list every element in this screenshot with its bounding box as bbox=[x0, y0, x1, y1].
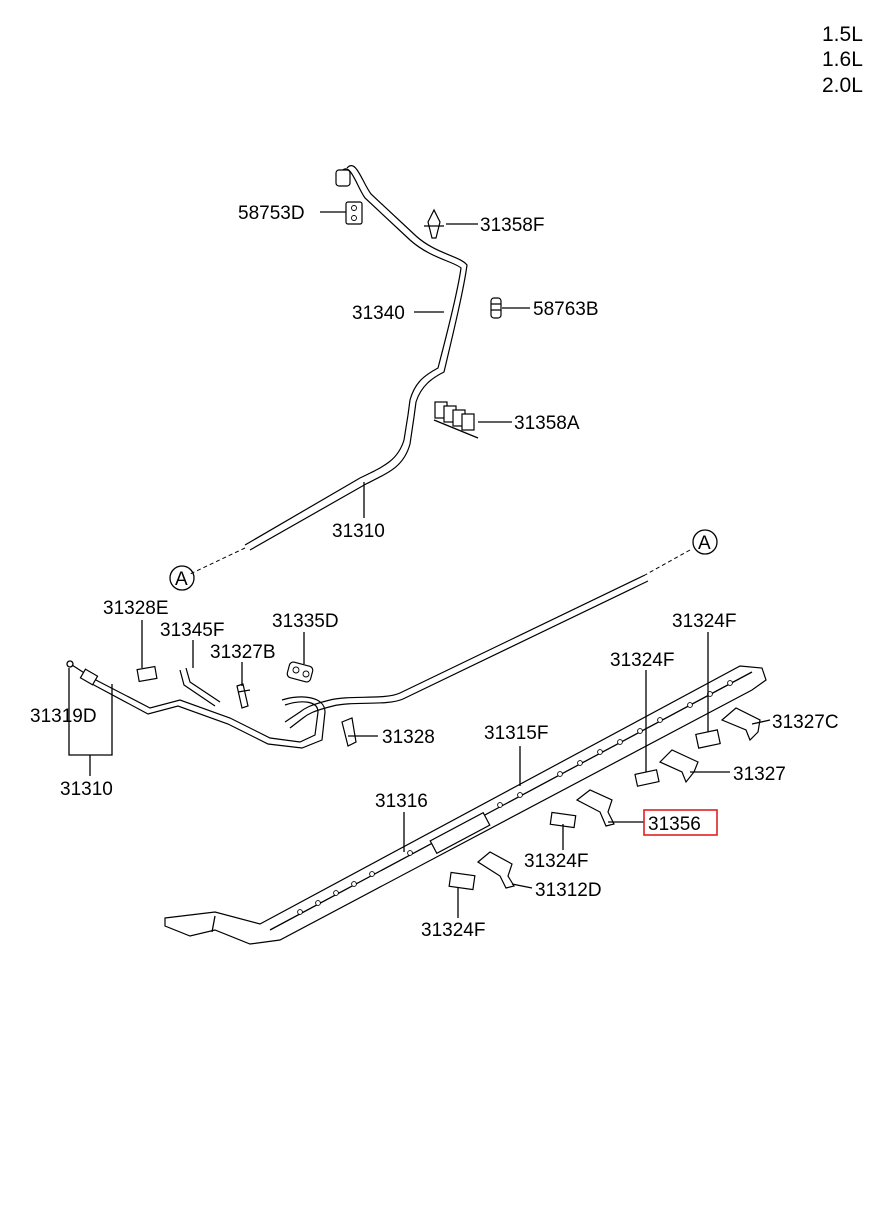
label-58763b: 58763B bbox=[533, 299, 599, 320]
bracket-31356-icon bbox=[575, 789, 615, 827]
label-31328e: 31328E bbox=[103, 598, 169, 619]
clip-31327b-shape bbox=[236, 683, 251, 709]
label-31340: 31340 bbox=[352, 303, 405, 324]
bracket-31312d-icon bbox=[476, 851, 515, 889]
label-31345f: 31345F bbox=[160, 620, 224, 641]
highlight-box-31356[interactable] bbox=[643, 809, 718, 836]
clip-31324f-d-icon bbox=[448, 871, 476, 891]
bracket-31327-icon bbox=[658, 749, 699, 784]
pipe-31345f-shape bbox=[179, 667, 221, 707]
label-31324f-a: 31324F bbox=[610, 650, 674, 671]
engine-variant-1: 1.5L bbox=[822, 23, 863, 46]
label-31316: 31316 bbox=[375, 791, 428, 812]
protector-rail bbox=[164, 665, 767, 945]
line-end-fitting-icon bbox=[79, 668, 99, 686]
reference-circle-left bbox=[169, 565, 195, 591]
clip-31328e-icon bbox=[136, 665, 158, 683]
label-58753d: 58753D bbox=[238, 203, 305, 224]
pipe-fitting-icon bbox=[335, 169, 351, 187]
clip-31324f-a-icon bbox=[634, 769, 660, 787]
label-31328: 31328 bbox=[382, 727, 435, 748]
clip-58753d-icon bbox=[345, 201, 363, 225]
clip-31358a-icon bbox=[433, 401, 479, 439]
label-31358a: 31358A bbox=[514, 413, 580, 434]
clip-31324f-c-icon bbox=[549, 811, 577, 829]
lower-fuel-line bbox=[66, 549, 691, 749]
label-31327b: 31327B bbox=[210, 642, 276, 663]
engine-variant-2: 1.6L bbox=[822, 48, 863, 71]
reference-letter-right: A bbox=[698, 533, 711, 554]
label-31312d: 31312D bbox=[535, 880, 602, 901]
leader-lines bbox=[68, 211, 771, 918]
clip-31335d-icon bbox=[286, 661, 314, 683]
label-31310-bottom: 31310 bbox=[60, 779, 113, 800]
label-31315f: 31315F bbox=[484, 723, 548, 744]
label-31324f-d: 31324F bbox=[421, 920, 485, 941]
label-31327: 31327 bbox=[733, 764, 786, 785]
label-31324f-c: 31324F bbox=[524, 851, 588, 872]
label-31358f: 31358F bbox=[480, 215, 544, 236]
reference-circle-right bbox=[692, 529, 718, 555]
reference-letter-left: A bbox=[175, 569, 188, 590]
bracket-31327c-icon bbox=[720, 707, 761, 742]
label-31319d: 31319D bbox=[30, 706, 97, 727]
grommet-58763b-icon bbox=[490, 297, 502, 319]
label-31327c: 31327C bbox=[772, 712, 839, 733]
label-31324f-b: 31324F bbox=[672, 611, 736, 632]
label-31356[interactable]: 31356 bbox=[648, 814, 701, 835]
label-31310-top: 31310 bbox=[332, 521, 385, 542]
label-31335d: 31335D bbox=[272, 611, 339, 632]
clip-31358f-icon bbox=[424, 208, 444, 239]
clip-31328-icon bbox=[341, 717, 357, 747]
engine-variant-3: 2.0L bbox=[822, 74, 863, 97]
clip-31324f-b-icon bbox=[695, 729, 721, 749]
upper-fuel-line bbox=[189, 165, 468, 575]
